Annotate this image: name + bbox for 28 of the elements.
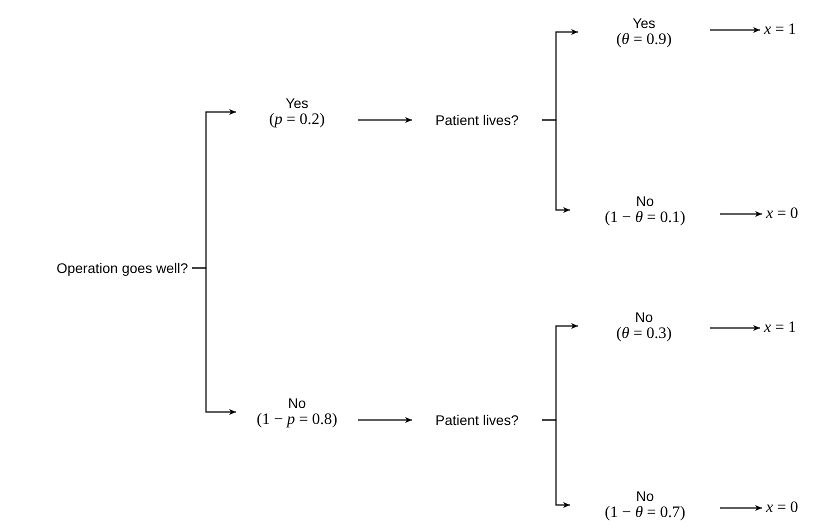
node-label: No [634,308,654,325]
node-label: No [287,394,307,411]
node-label: Yes [284,94,310,111]
probability-label: x = 0 [766,498,800,518]
probability-label: (θ = 0.3) [615,324,673,344]
probability-label: (θ = 0.9) [615,30,673,50]
probability-label: (1 − θ = 0.1) [604,208,686,228]
node-label: Patient lives? [434,112,520,128]
node-label: Patient lives? [434,412,520,428]
arrow [358,117,412,123]
arrow [358,417,412,423]
arrow [720,505,762,511]
arrow [542,419,570,508]
arrow [192,267,236,415]
arrow [542,119,570,213]
probability-label: (p = 0.2) [268,110,326,130]
probability-label: (1 − p = 0.8) [256,410,338,430]
probability-label: x = 0 [766,204,800,224]
probability-label: (1 − θ = 0.7) [604,504,686,522]
arrow [710,325,760,331]
node-label: No [635,488,655,504]
arrow [710,27,760,33]
probability-label: x = 1 [764,318,798,338]
arrow [720,211,762,217]
node-label: No [635,192,655,209]
node-label: Yes [632,14,656,31]
probability-label: x = 1 [764,20,798,40]
node-label: Operation goes well? [55,260,188,276]
